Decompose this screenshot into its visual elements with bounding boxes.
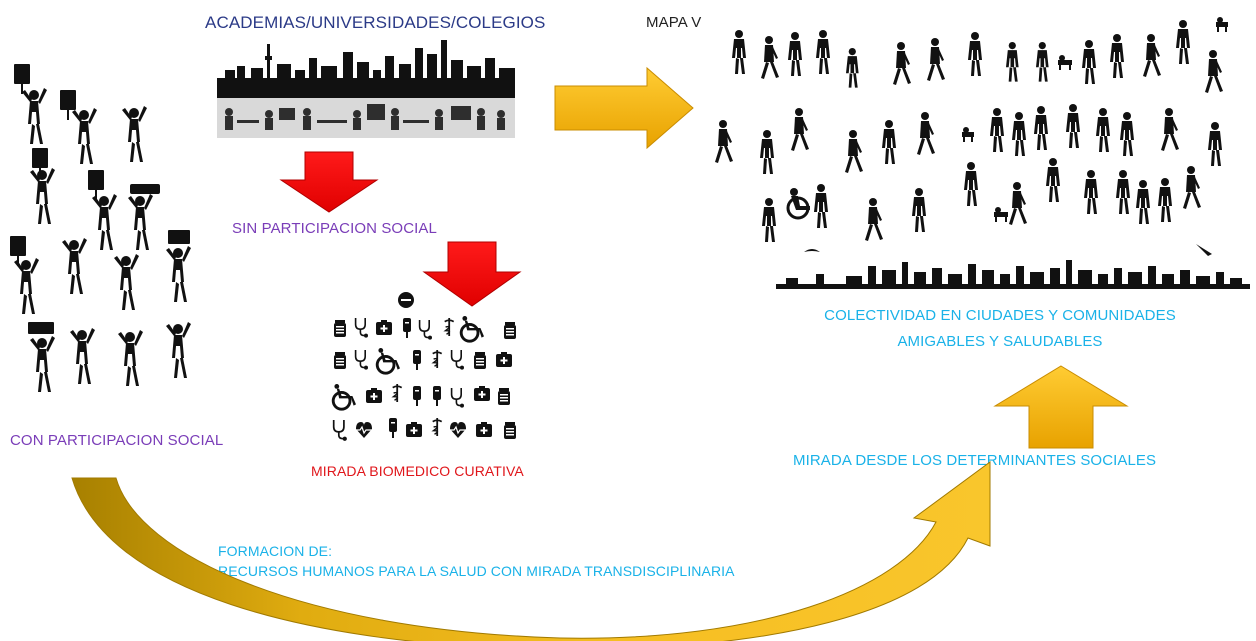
colectividad-line1: COLECTIVIDAD EN CIUDADES Y COMUNIDADES [824, 307, 1176, 324]
sin-participacion-label: SIN PARTICIPACION SOCIAL [232, 220, 437, 237]
down-arrow-icon [279, 151, 379, 213]
medical-icons-icon [331, 292, 516, 442]
office-scene-icon [217, 98, 515, 138]
right-arrow-icon [554, 66, 694, 150]
mirada-determinantes-label: MIRADA DESDE LOS DETERMINANTES SOCIALES [793, 452, 1157, 469]
up-arrow-icon [993, 365, 1129, 449]
protesters-group [10, 64, 191, 392]
mirada-biomedico-label: MIRADA BIOMEDICO CURATIVA [311, 463, 524, 479]
con-participacion-label: CON PARTICIPACION SOCIAL [10, 432, 224, 449]
crowd-icon [715, 17, 1250, 289]
down-arrow-icon [422, 241, 522, 307]
formacion-line1: FORMACION DE: [218, 543, 333, 559]
formacion-line2: RECURSOS HUMANOS PARA LA SALUD CON MIRAD… [218, 563, 735, 579]
academias-label: ACADEMIAS/UNIVERSIDADES/COLEGIOS [205, 13, 546, 32]
city-skyline-icon [217, 40, 515, 98]
colectividad-line2: AMIGABLES Y SALUDABLES [897, 333, 1103, 350]
mapa-v-label: MAPA V [646, 14, 702, 31]
